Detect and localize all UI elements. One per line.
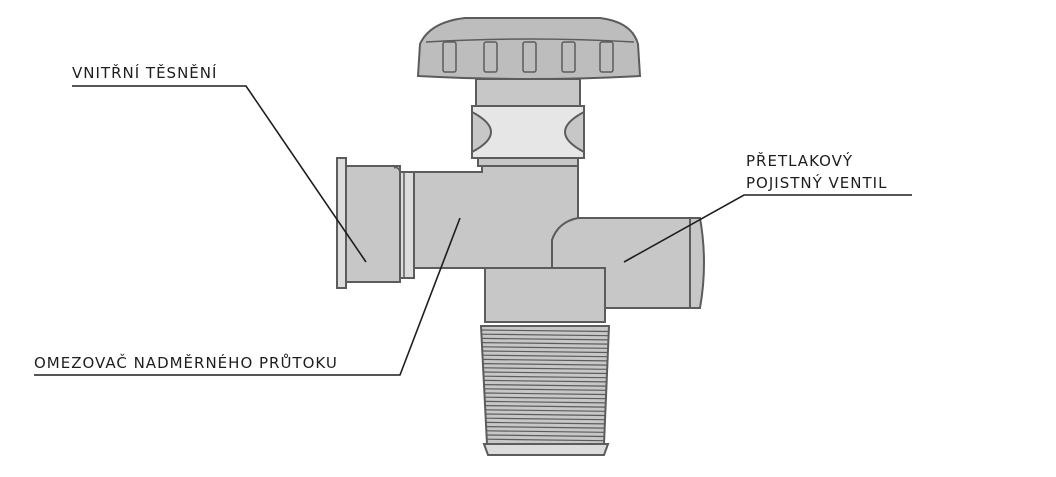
left-outlet: [336, 157, 415, 289]
thread-line: [485, 421, 605, 425]
leader-inner-seal: [72, 85, 367, 263]
thread-line: [482, 354, 608, 358]
thread-line: [481, 337, 609, 341]
safety-valve-housing: [551, 217, 697, 309]
thread-line: [485, 409, 606, 412]
hex-block: [484, 267, 606, 323]
thread-line: [482, 363, 608, 366]
thread-line: [486, 426, 605, 429]
thread-line: [484, 400, 606, 404]
thread-line: [482, 346, 609, 349]
thread-line: [486, 438, 605, 442]
thread-line: [481, 333, 609, 337]
thread-line: [484, 392, 607, 396]
safety-valve-cap: [689, 217, 705, 309]
thread-line: [483, 384, 607, 387]
label-safety-valve-line2: POJISTNÝ VENTIL: [746, 174, 888, 192]
label-safety-valve-line1: PŘETLAKOVÝ: [746, 152, 854, 170]
thread-line: [485, 417, 606, 421]
thread-line: [483, 367, 608, 370]
stem-nut: [471, 105, 585, 167]
leader-safety-valve: [623, 194, 912, 263]
leader-flow-limiter: [34, 217, 461, 376]
valve-neck: [475, 78, 581, 108]
handwheel-knob: [416, 17, 642, 80]
thread-line: [484, 396, 607, 400]
thread-line: [483, 379, 607, 383]
thread-line: [481, 342, 609, 345]
label-flow-limiter: OMEZOVAČ NADMĚRNÉHO PRŮTOKU: [34, 354, 338, 372]
label-inner-seal: VNITŘNÍ TĚSNĚNÍ: [72, 64, 218, 82]
thread-line: [484, 388, 607, 391]
thread-line: [483, 371, 608, 375]
thread-line: [482, 350, 608, 354]
thread-line: [482, 358, 608, 362]
thread-line: [486, 434, 605, 438]
threaded-stem: [479, 325, 611, 456]
thread-line: [486, 430, 605, 433]
thread-line: [485, 413, 606, 417]
thread-line: [483, 375, 607, 379]
leader-lines: [34, 85, 912, 376]
thread-line: [481, 329, 609, 333]
thread-line: [484, 405, 606, 408]
